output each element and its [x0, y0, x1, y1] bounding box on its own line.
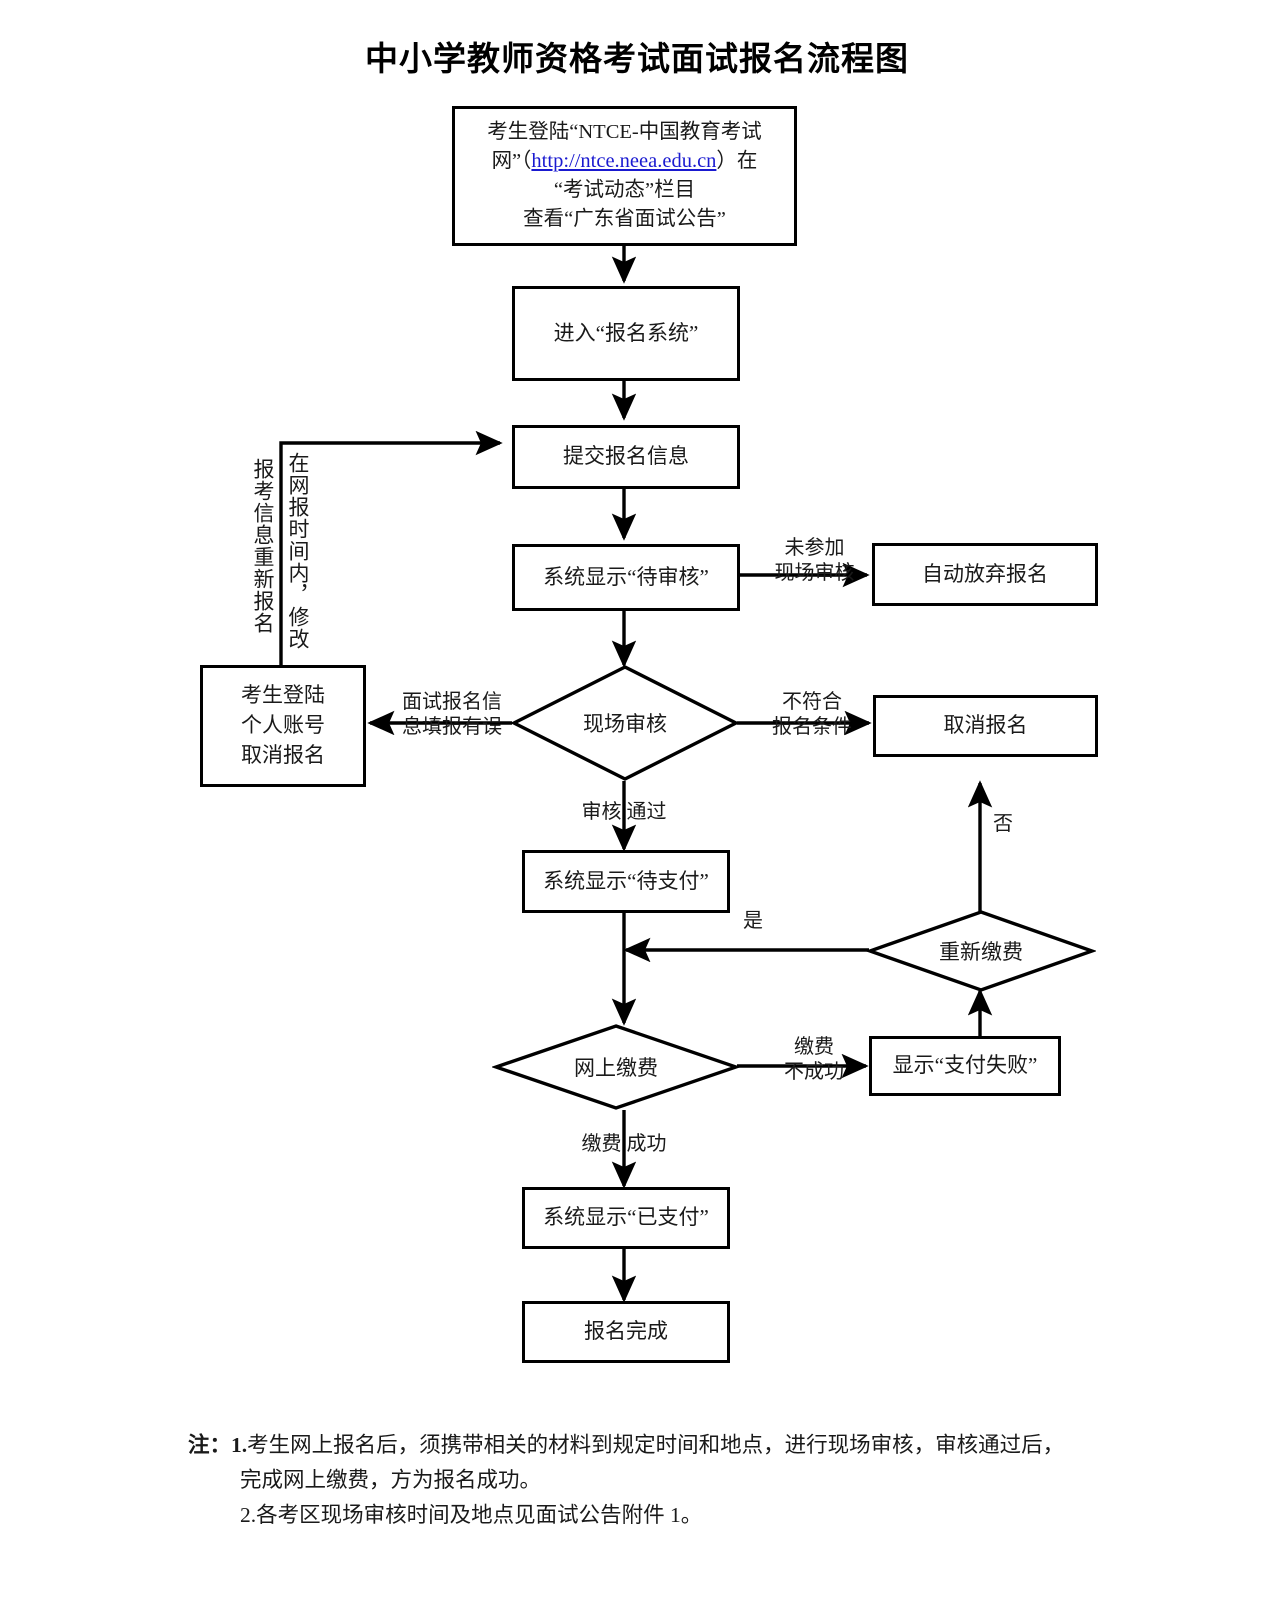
footnote-1-continued: 完成网上缴费，方为报名成功。 — [188, 1463, 1248, 1498]
node-cancel-via-account-line2: 个人账号 — [241, 713, 325, 738]
node-payment-failed-label: 显示“支付失败” — [892, 1053, 1038, 1078]
edge-label-repay-no: 否 — [988, 812, 1018, 837]
decision-online-payment-shape — [492, 1024, 740, 1110]
decision-online-payment[interactable]: 网上缴费 — [492, 1022, 740, 1112]
vertical-label-reapply-text: 报考信息重新报名 — [251, 458, 275, 634]
node-login-line1: 考生登陆“NTCE-中国教育考试 — [487, 120, 762, 143]
node-enter-system-label: 进入“报名系统” — [553, 320, 699, 345]
edge-label-info-error-line1: 面试报名信 — [402, 691, 502, 713]
edge-label-not-attend-onsite-line2: 现场审核 — [774, 562, 855, 584]
node-pending-review[interactable]: 系统显示“待审核” — [512, 544, 740, 611]
edge-label-not-qualified-line2: 报名条件 — [772, 716, 852, 738]
node-pending-payment[interactable]: 系统显示“待支付” — [522, 850, 730, 913]
node-cancel-via-account-line1: 考生登陆 — [241, 683, 325, 708]
edge-label-not-attend-onsite-line1: 未参加 — [784, 537, 845, 559]
edge-label-pay-failed: 缴费 不成功 — [762, 1035, 866, 1085]
node-paid[interactable]: 系统显示“已支付” — [522, 1187, 730, 1249]
node-enter-system[interactable]: 进入“报名系统” — [512, 286, 740, 381]
edge-label-pay-failed-line1: 缴费 — [794, 1036, 834, 1058]
vertical-label-modify-in-window: 在网报时间内，修改 — [286, 452, 310, 667]
decision-online-payment-label: 网上缴费 — [574, 1056, 658, 1080]
node-cancel-via-account-line3: 取消报名 — [241, 742, 325, 767]
node-submit-info[interactable]: 提交报名信息 — [512, 425, 740, 489]
edge-label-not-attend-onsite: 未参加 现场审核 — [762, 536, 867, 586]
page-title: 中小学教师资格考试面试报名流程图 — [365, 42, 909, 78]
node-cancel-via-account[interactable]: 考生登陆 个人账号 取消报名 — [200, 665, 366, 787]
node-pending-review-label: 系统显示“待审核” — [543, 564, 709, 589]
edge-label-repay-yes-text: 是 — [743, 910, 763, 932]
edge-label-not-qualified-line1: 不符合 — [782, 691, 842, 713]
node-login-ntce[interactable]: 考生登陆“NTCE-中国教育考试 网”（http://ntce.neea.edu… — [452, 106, 797, 246]
edge-label-pay-failed-line2: 不成功 — [784, 1061, 844, 1083]
node-submit-info-label: 提交报名信息 — [563, 444, 689, 469]
footnote-1-line2: 完成网上缴费，方为报名成功。 — [240, 1467, 542, 1492]
edge-label-not-qualified: 不符合 报名条件 — [758, 690, 866, 740]
node-auto-give-up[interactable]: 自动放弃报名 — [872, 543, 1098, 606]
footnote-1-line1: 考生网上报名后，须携带相关的材料到规定时间和地点，进行现场审核，审核通过后， — [247, 1433, 1065, 1457]
node-login-line2-suffix: ）在 — [716, 149, 758, 172]
vertical-label-reapply: 报考信息重新报名 — [251, 458, 275, 663]
footnote-item-2: 2. 各考区现场审核时间及地点见面试公告附件 1。 — [188, 1498, 1248, 1533]
footnote-prefix: 注： — [188, 1433, 232, 1457]
edge-label-repay-yes: 是 — [738, 909, 768, 934]
ntce-website-link[interactable]: http://ntce.neea.edu.cn — [531, 149, 717, 172]
node-paid-label: 系统显示“已支付” — [543, 1205, 709, 1230]
decision-onsite-review-shape — [510, 665, 740, 781]
node-pending-payment-label: 系统显示“待支付” — [543, 868, 709, 893]
node-login-line3: “考试动态”栏目 — [553, 179, 696, 201]
footnote-1-number: 1. — [231, 1433, 248, 1457]
node-complete-label: 报名完成 — [584, 1319, 668, 1344]
decision-repay-label: 重新缴费 — [939, 940, 1023, 964]
decision-repay-shape — [866, 910, 1096, 992]
edge-label-repay-no-text: 否 — [993, 813, 1013, 835]
node-auto-give-up-label: 自动放弃报名 — [922, 561, 1048, 586]
edge-label-pay-success-text: 缴费 成功 — [581, 1133, 667, 1155]
footnote-2-line1: 各考区现场审核时间及地点见面试公告附件 1。 — [256, 1502, 703, 1527]
decision-onsite-review-label: 现场审核 — [583, 712, 667, 736]
decision-repay[interactable]: 重新缴费 — [866, 908, 1096, 994]
footnote-2-number: 2. — [240, 1502, 257, 1527]
decision-onsite-review[interactable]: 现场审核 — [510, 663, 740, 783]
edge-label-pay-success: 缴费 成功 — [563, 1132, 685, 1157]
node-payment-failed[interactable]: 显示“支付失败” — [869, 1036, 1061, 1096]
footnotes: 注： 1. 考生网上报名后，须携带相关的材料到规定时间和地点，进行现场审核，审核… — [188, 1428, 1248, 1532]
node-complete[interactable]: 报名完成 — [522, 1301, 730, 1363]
edge-label-info-error: 面试报名信 息填报有误 — [388, 690, 516, 740]
node-login-line4: 查看“广东省面试公告” — [523, 208, 726, 231]
edge-label-info-error-line2: 息填报有误 — [402, 716, 502, 738]
node-login-line2-prefix: 网”（ — [491, 149, 532, 172]
footnote-item-1: 注： 1. 考生网上报名后，须携带相关的材料到规定时间和地点，进行现场审核，审核… — [188, 1428, 1248, 1463]
node-login-line2: 网”（http://ntce.neea.edu.cn）在 — [461, 147, 788, 176]
edge-label-review-passed: 审核 通过 — [563, 800, 685, 825]
node-cancel-registration[interactable]: 取消报名 — [873, 695, 1098, 757]
vertical-label-modify-in-window-text: 在网报时间内，修改 — [286, 452, 310, 650]
edge-label-review-passed-text: 审核 通过 — [581, 801, 667, 823]
node-cancel-registration-label: 取消报名 — [943, 713, 1028, 738]
